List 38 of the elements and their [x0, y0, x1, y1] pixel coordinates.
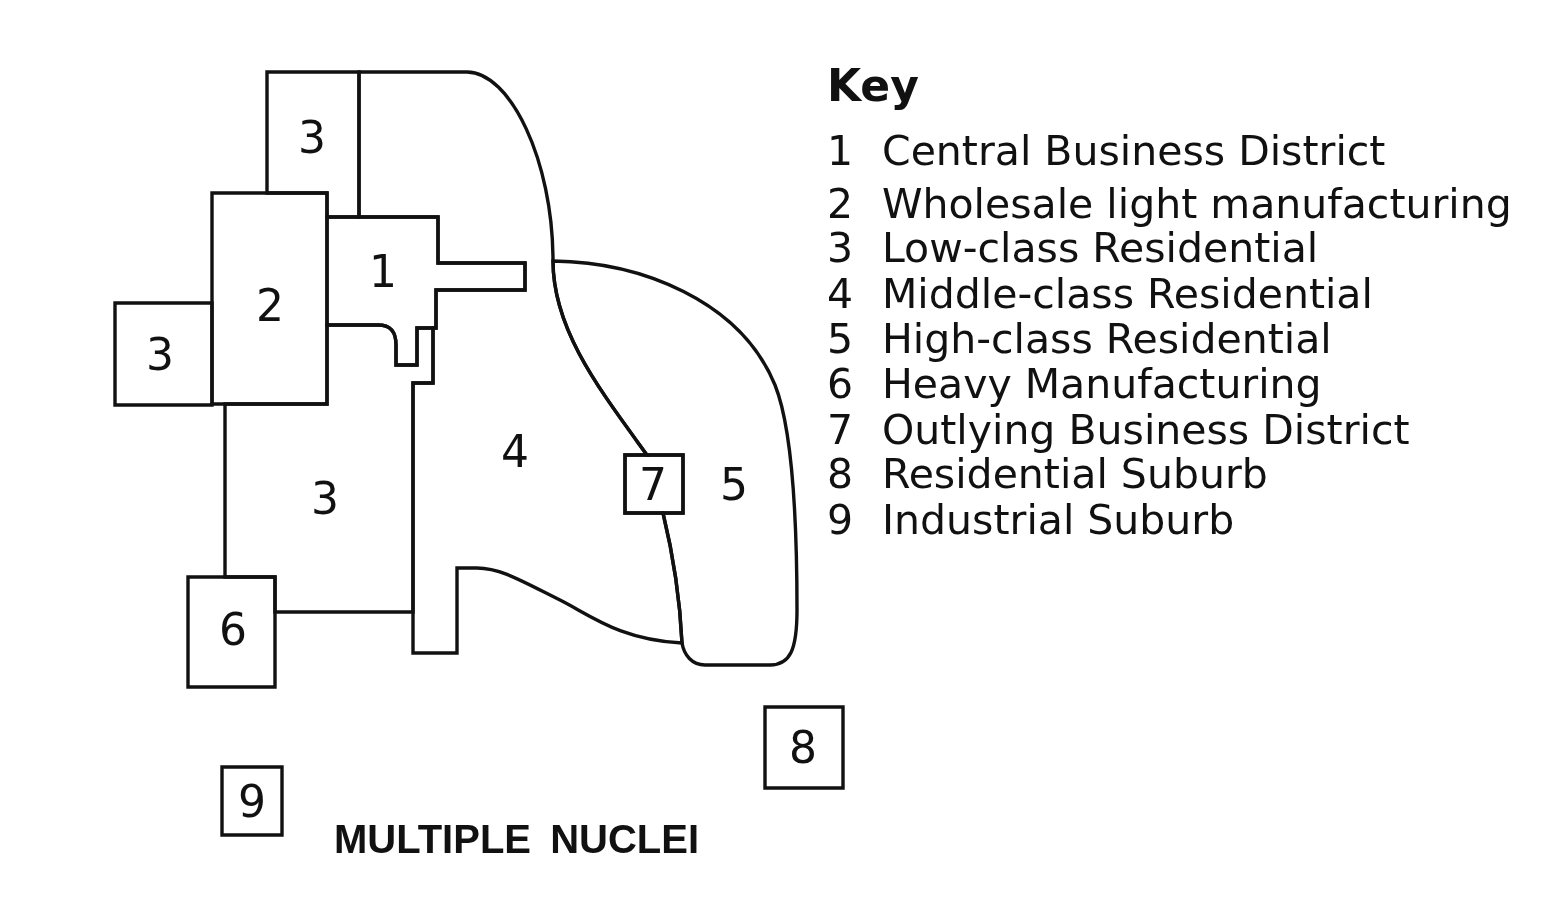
zone-number: 3 — [298, 116, 326, 160]
zone-number: 7 — [639, 463, 667, 507]
zone-number: 2 — [256, 284, 284, 328]
key-number: 9 — [827, 500, 854, 541]
land-use-zone — [551, 259, 799, 667]
zone-number: 6 — [219, 608, 247, 652]
land-use-zone — [113, 301, 214, 407]
key-description: Central Business District — [882, 131, 1386, 172]
key-description: Residential Suburb — [882, 454, 1268, 495]
key-description: Middle-class Residential — [882, 274, 1373, 315]
key-description: High-class Residential — [882, 319, 1332, 360]
key-number: 4 — [827, 274, 854, 315]
zone-number: 8 — [789, 726, 817, 770]
zone-square — [623, 453, 685, 515]
key-heading: Key — [827, 64, 919, 108]
map-caption: MULTIPLE NUCLEI — [334, 819, 699, 859]
zone-number: 3 — [146, 333, 174, 377]
zone-number: 1 — [369, 250, 397, 294]
zone-number: 9 — [238, 780, 266, 824]
key-number: 3 — [827, 228, 854, 269]
key-description: Low-class Residential — [882, 228, 1319, 269]
zone-number: 5 — [720, 463, 748, 507]
key-number: 2 — [827, 184, 854, 225]
key-number: 1 — [827, 131, 854, 172]
key-number: 5 — [827, 319, 854, 360]
key-description: Wholesale light manufacturing — [882, 184, 1512, 225]
key-description: Industrial Suburb — [882, 500, 1235, 541]
zone-square — [220, 765, 284, 837]
key-number: 8 — [827, 454, 854, 495]
key-description: Outlying Business District — [882, 410, 1410, 451]
zone-square — [763, 705, 845, 790]
key-description: Heavy Manufacturing — [882, 364, 1322, 405]
zone-square — [186, 575, 277, 689]
zone-number: 3 — [311, 477, 339, 521]
key-number: 7 — [827, 410, 854, 451]
zone-number: 4 — [501, 430, 529, 474]
land-use-zone — [210, 191, 329, 406]
key-number: 6 — [827, 364, 854, 405]
